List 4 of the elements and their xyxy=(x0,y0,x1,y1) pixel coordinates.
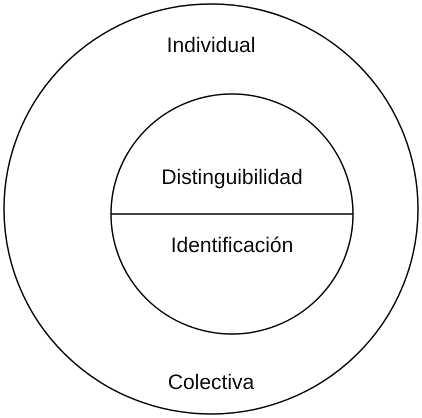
outer-top-label: Individual xyxy=(166,33,256,58)
upper-half-label: Distinguibilidad xyxy=(161,165,303,190)
outer-bottom-label: Colectiva xyxy=(168,370,254,396)
lower-half-label: Identificación xyxy=(170,233,294,258)
